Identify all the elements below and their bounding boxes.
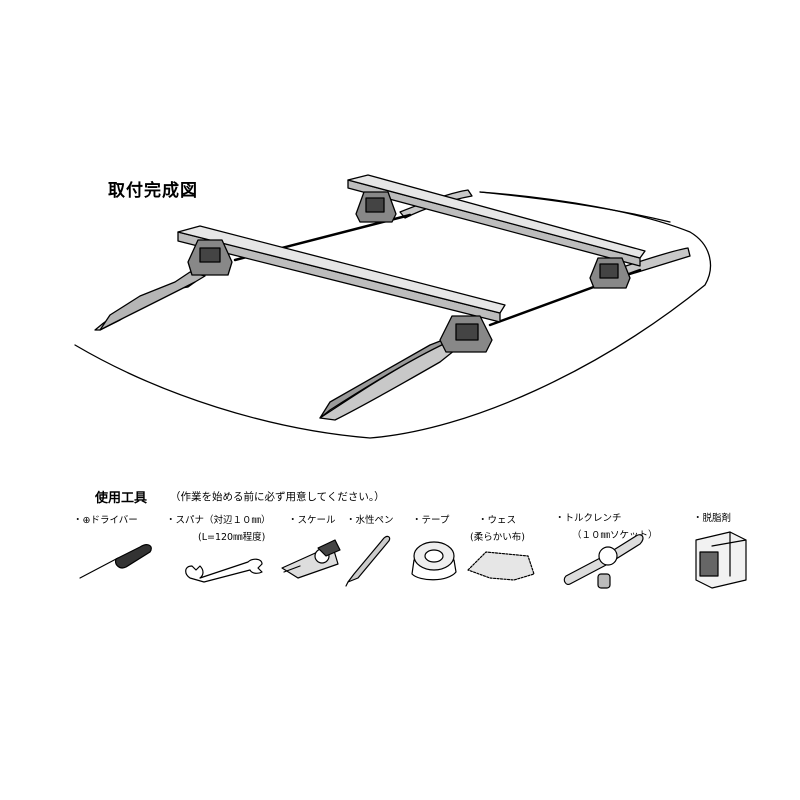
tool-sub-spanner: (L=120㎜程度) bbox=[198, 532, 266, 543]
foot-front-left bbox=[187, 239, 233, 276]
tool-label-degreaser: ・脱脂剤 bbox=[693, 513, 732, 524]
tool-label-cloth: ・ウェス bbox=[478, 515, 517, 526]
tool-sub-cloth: (柔らかい布) bbox=[470, 532, 525, 543]
tool-label-scale: ・スケール bbox=[288, 515, 336, 526]
spanner-icon bbox=[185, 558, 263, 583]
tape-roll-icon bbox=[411, 541, 457, 581]
car-roof-outline bbox=[74, 191, 712, 439]
screwdriver-icon bbox=[79, 544, 152, 579]
tools-note: （作業を始める前に必ず用意してください。） bbox=[170, 491, 385, 503]
pen-icon bbox=[345, 535, 391, 587]
tool-label-torque-wrench: ・トルクレンチ bbox=[555, 513, 622, 524]
tool-label-tape: ・テープ bbox=[412, 515, 450, 526]
tool-label-screwdriver: ・⊕ドライバー bbox=[73, 515, 138, 526]
cloth-icon bbox=[467, 551, 535, 581]
tape-measure-icon bbox=[281, 539, 341, 579]
foot-front-right bbox=[439, 315, 493, 353]
tool-label-spanner: ・スパナ（対辺１０㎜） bbox=[166, 515, 271, 526]
torque-wrench-icon bbox=[563, 534, 644, 589]
foot-rear-right bbox=[589, 257, 631, 289]
foot-rear-left bbox=[355, 191, 397, 223]
page-title: 取付完成図 bbox=[108, 181, 198, 201]
tool-sub-torque-wrench: （１０㎜ソケット） bbox=[572, 530, 658, 541]
tools-heading: 使用工具 bbox=[95, 491, 148, 506]
tool-label-pen: ・水性ペン bbox=[346, 515, 394, 526]
degreaser-can-icon bbox=[695, 531, 747, 589]
